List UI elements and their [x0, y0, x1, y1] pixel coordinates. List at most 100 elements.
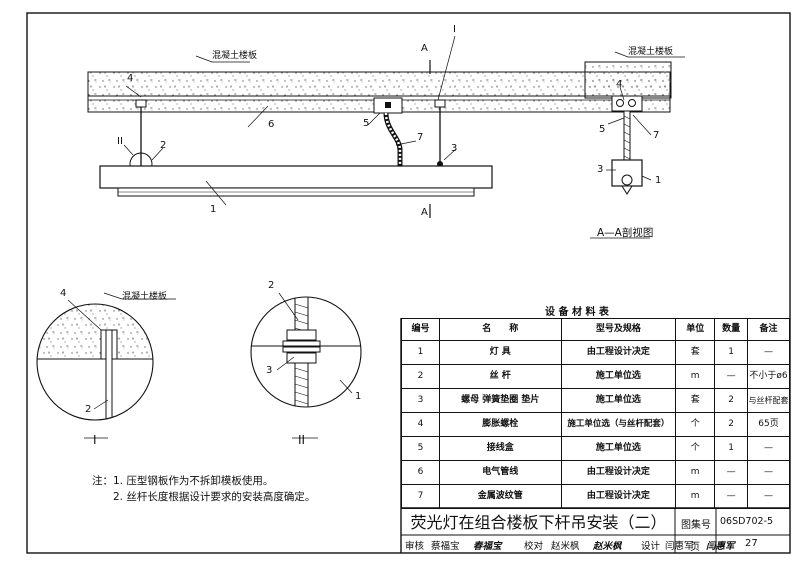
cell: 金属波纹管	[438, 484, 562, 509]
cell: —	[747, 340, 790, 365]
note-2: 2. 丝杆长度根据设计要求的安装高度确定。	[113, 491, 316, 503]
detail2-caption: II	[298, 433, 306, 447]
cell: 个	[675, 436, 716, 461]
fluorescent-fixture	[99, 165, 493, 189]
section-callout-1: 1	[655, 175, 662, 186]
cell: m	[675, 460, 716, 485]
section-callout-4: 4	[616, 79, 623, 90]
detail2-callout-1: 1	[355, 391, 362, 402]
design-label: 设计	[641, 541, 661, 552]
review-label: 审核	[405, 541, 425, 552]
table-title: 设 备 材 料 表	[545, 307, 609, 318]
callout-6: 6	[268, 119, 275, 130]
atlas-label: 图集号	[681, 520, 711, 531]
cell: —	[714, 460, 749, 485]
cell: 1	[401, 340, 440, 365]
cell: —	[747, 436, 790, 461]
detail-1-view	[36, 292, 176, 439]
cell: 4	[401, 412, 440, 437]
callout-1: 1	[210, 204, 217, 215]
cell: 螺母 弹簧垫圈 垫片	[438, 388, 562, 413]
detail1-callout-4: 4	[60, 288, 67, 299]
cell: —	[714, 484, 749, 509]
cell: 1	[714, 436, 749, 461]
th-qty: 数量	[714, 318, 749, 341]
checker-signature: 赵米枫	[593, 541, 622, 552]
detail-mark-2: II	[117, 136, 123, 147]
table-row: 7 金属波纹管 由工程设计决定 m — —	[401, 484, 790, 509]
cell: —	[714, 364, 749, 389]
cell: 由工程设计决定	[560, 484, 677, 509]
section-caption: A—A剖视图	[597, 227, 654, 239]
drawing-title: 荧光灯在组合楼板下杆吊安装（二）	[410, 513, 667, 532]
table-header-row: 编号 名 称 型号及规格 单位 数量 备注	[401, 318, 790, 341]
callout-3: 3	[451, 143, 458, 154]
cell: 6	[401, 460, 440, 485]
cell: 2	[714, 388, 749, 413]
cell: 接线盒	[438, 436, 562, 461]
slab-label: 混凝土楼板	[212, 51, 258, 61]
section-a-a-view	[584, 51, 685, 239]
section-mark-bottom: A	[421, 207, 428, 218]
check-label: 校对	[524, 541, 544, 552]
main-elevation-view	[87, 35, 671, 218]
note-1: 1. 压型钢板作为不拆卸模板使用。	[113, 475, 274, 487]
cell: 2	[714, 412, 749, 437]
notes-prefix: 注：	[92, 475, 113, 487]
table-row: 4 膨胀螺栓 施工单位选（与丝杆配套） 个 2 65页	[401, 412, 790, 437]
cell: 套	[675, 388, 716, 413]
table-row: 2 丝 杆 施工单位选 m — 不小于ø6	[401, 364, 790, 389]
reviewer-name: 蔡福宝	[431, 541, 460, 552]
th-remark: 备注	[747, 318, 790, 341]
table-row: 6 电气管线 由工程设计决定 m — —	[401, 460, 790, 485]
section-callout-7: 7	[653, 130, 660, 141]
page-label: 页	[690, 542, 700, 553]
cell: 由工程设计决定	[560, 340, 677, 365]
th-name: 名 称	[438, 318, 562, 341]
cell: 丝 杆	[438, 364, 562, 389]
cell: 7	[401, 484, 440, 509]
cell: 与丝杆配套	[747, 388, 790, 413]
cell: 电气管线	[438, 460, 562, 485]
cell: m	[675, 364, 716, 389]
cell: 施工单位选	[560, 436, 677, 461]
cell: 套	[675, 340, 716, 365]
section-mark-top: A	[421, 43, 428, 54]
cell: 不小于ø6	[747, 364, 790, 389]
detail1-slab-label: 混凝土楼板	[122, 292, 168, 302]
signature-row: 审核 蔡福宝 春福宝 校对 赵米枫 赵米枫 设计 闫惠军 闫惠军	[401, 535, 790, 553]
cell: —	[747, 460, 790, 485]
atlas-number: 06SD702-5	[720, 516, 774, 527]
cell: 施工单位选	[560, 388, 677, 413]
cell: 由工程设计决定	[560, 460, 677, 485]
cell: 膨胀螺栓	[438, 412, 562, 437]
detail1-callout-2: 2	[85, 404, 92, 415]
th-spec: 型号及规格	[560, 318, 677, 341]
notes: 注：1. 压型钢板作为不拆卸模板使用。 2. 丝杆长度根据设计要求的安装高度确定…	[92, 473, 315, 505]
detail-2-view	[250, 292, 362, 439]
designer-signature: 闫惠军	[706, 541, 735, 552]
detail-mark-1: I	[453, 24, 456, 35]
table-row: 1 灯 具 由工程设计决定 套 1 —	[401, 340, 790, 365]
materials-table: 编号 名 称 型号及规格 单位 数量 备注 1 灯 具 由工程设计决定 套 1 …	[401, 318, 790, 509]
table-row: 3 螺母 弹簧垫圈 垫片 施工单位选 套 2 与丝杆配套	[401, 388, 790, 413]
cell: 灯 具	[438, 340, 562, 365]
th-unit: 单位	[675, 318, 716, 341]
callout-7: 7	[417, 132, 424, 143]
cell: —	[747, 484, 790, 509]
threaded-rod	[623, 110, 631, 165]
section-callout-3: 3	[597, 164, 604, 175]
cell: m	[675, 484, 716, 509]
callout-4: 4	[127, 73, 134, 84]
cell: 3	[401, 388, 440, 413]
section-slab-label: 混凝土楼板	[628, 47, 674, 57]
cell: 1	[714, 340, 749, 365]
th-no: 编号	[401, 318, 440, 341]
cell: 5	[401, 436, 440, 461]
detail1-caption: I	[93, 433, 97, 447]
cell: 施工单位选（与丝杆配套）	[560, 412, 677, 437]
checker-name: 赵米枫	[551, 541, 580, 552]
cell: 个	[675, 412, 716, 437]
callout-2: 2	[160, 140, 167, 151]
